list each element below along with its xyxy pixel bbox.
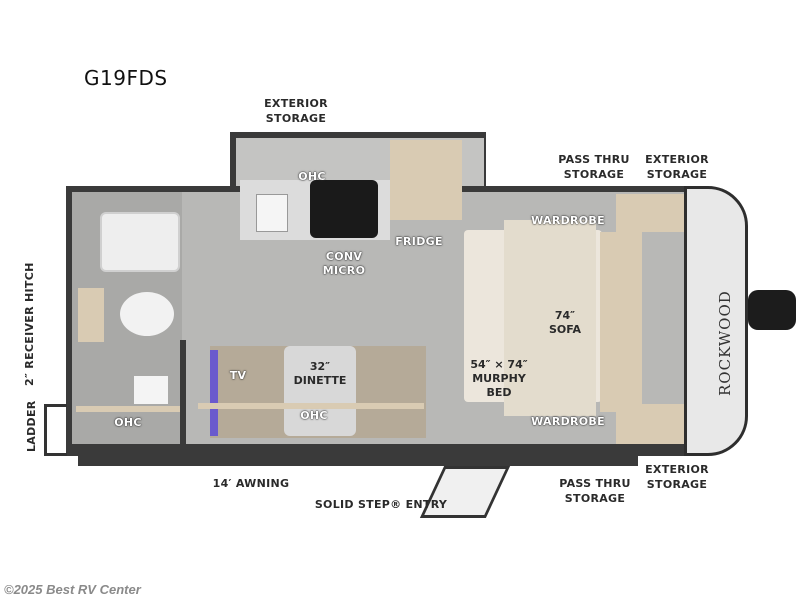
label-exterior-storage-top: EXTERIOR STORAGE [264,97,328,125]
label-murphy-bed: 54″ × 74″ MURPHY BED [470,358,528,399]
label-exterior-storage-bottom-right: EXTERIOR STORAGE [645,463,709,491]
label-conv-micro: CONV MICRO [322,250,366,277]
label-exterior-storage-top-right: EXTERIOR STORAGE [645,153,709,181]
copyright: ©2025 Best RV Center [4,582,141,597]
dinette-table [284,346,356,436]
label-ohc-bath: OHC [114,416,142,429]
label-dinette: 32″ DINETTE [293,360,347,387]
sink [256,194,288,232]
tub [100,212,180,272]
front-cap [684,186,748,456]
toilet [120,292,174,336]
fridge [390,140,462,220]
label-wardrobe-bottom: WARDROBE [531,415,605,428]
bath-sink [134,376,168,404]
cooktop [310,180,378,238]
label-entry: SOLID STEP® ENTRY [314,498,448,511]
bath-cabinet [78,288,104,342]
ladder [44,404,67,456]
sofa [504,220,596,416]
label-fridge: FRIDGE [395,235,443,248]
label-wardrobe-top: WARDROBE [531,214,605,227]
brand-logo: ROCKWOOD [716,290,734,396]
label-receiver-hitch: 2″ RECEIVER HITCH [23,262,36,386]
tv-panel [210,350,218,436]
hitch-jack [748,290,796,330]
front-storage-top [616,194,686,232]
label-sofa: 74″ SOFA [548,309,582,336]
label-pass-thru-storage-bottom: PASS THRU STORAGE [559,477,631,505]
dinette-ohc-shelf [198,403,424,409]
bath-ohc-shelf [76,406,182,412]
label-pass-thru-storage-top: PASS THRU STORAGE [558,153,630,181]
label-ladder: LADDER [25,400,38,452]
front-storage-bottom [616,404,686,444]
awning-bar [78,456,638,466]
front-wardrobe-cabinet [600,232,642,412]
label-tv: TV [229,369,247,382]
model-title: G19FDS [84,66,168,90]
label-ohc-dinette: OHC [300,409,328,422]
label-ohc-kitchen: OHC [298,170,326,183]
label-awning: 14′ AWNING [212,477,290,490]
bath-partition [180,340,186,444]
